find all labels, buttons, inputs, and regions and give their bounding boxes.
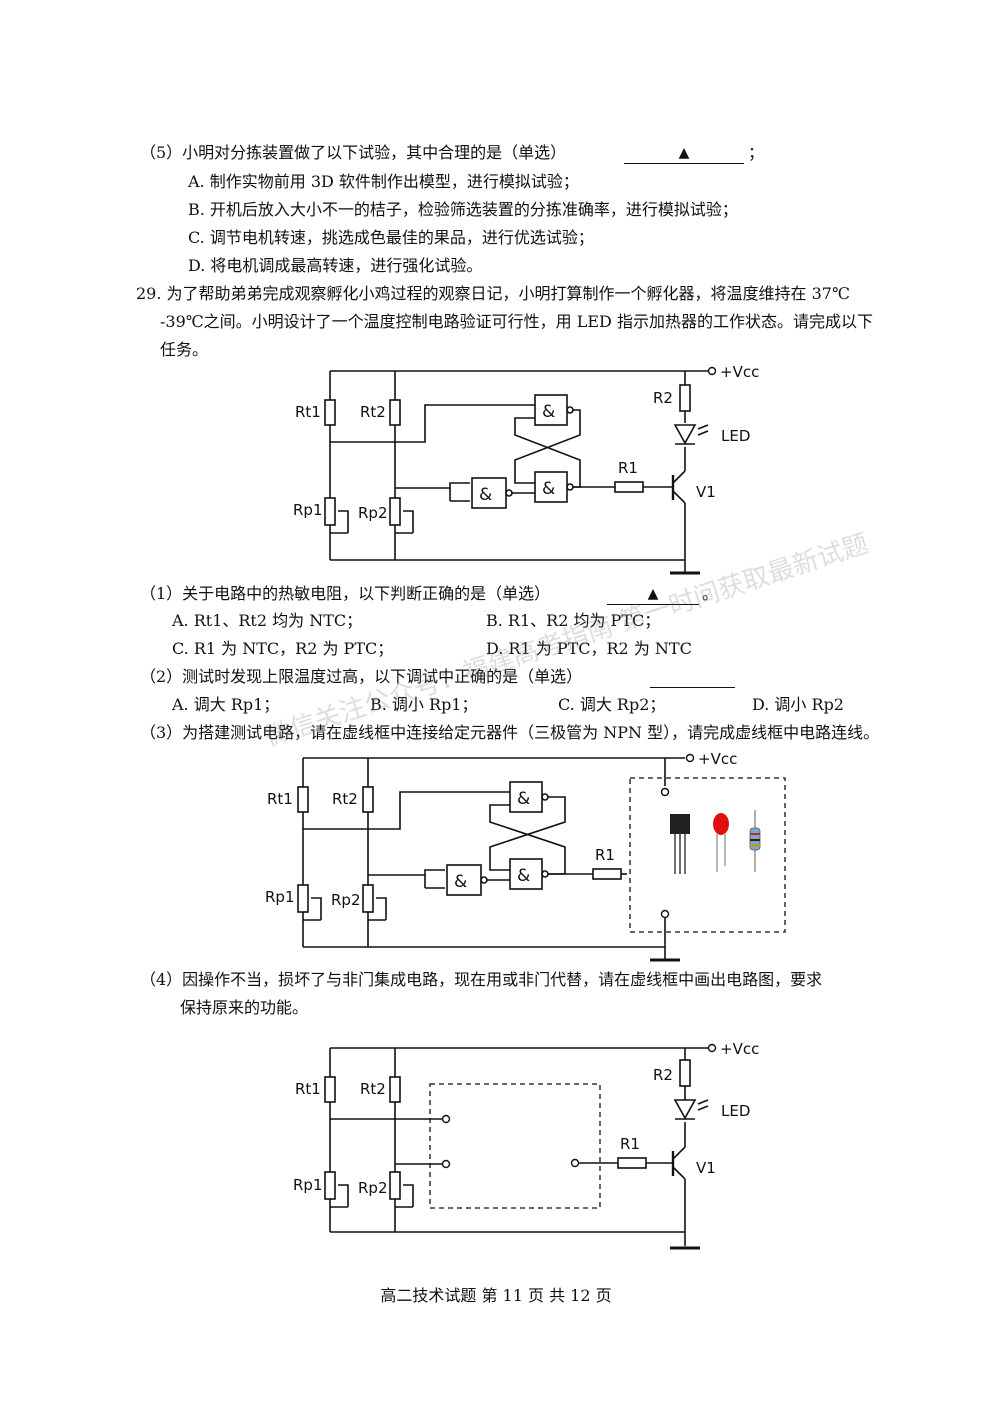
q29-2-answer-blank[interactable] [650, 667, 735, 688]
led-label: LED [721, 427, 750, 445]
v1-label: V1 [696, 483, 716, 501]
rt1-label-3: Rt1 [295, 1080, 321, 1098]
rp1-label: Rp1 [293, 501, 323, 519]
nand-gate-lower-c2: & [517, 866, 530, 886]
led-label-3: LED [721, 1102, 750, 1120]
nand-gate-1-c2: & [454, 872, 467, 892]
page-footer: 高二技术试题 第 11 页 共 12 页 [380, 1286, 612, 1305]
q29-1-end: 。 [702, 584, 719, 603]
rt2-label: Rt2 [360, 403, 386, 421]
q5-option-b: B. 开机后放入大小不一的桔子，检验筛选装置的分拣准确率，进行模拟试验； [188, 200, 738, 219]
q29-stem-line3: 任务。 [160, 340, 209, 359]
r2-label: R2 [653, 389, 673, 407]
q5-end: ； [748, 143, 765, 162]
q29-1-stem: （1）关于电路中的热敏电阻，以下判断正确的是（单选） [140, 584, 551, 603]
r1-label-3: R1 [620, 1135, 640, 1153]
r2-label-3: R2 [653, 1066, 673, 1084]
nand-gate-upper-c2: & [517, 789, 530, 809]
rp1-label-3: Rp1 [293, 1176, 323, 1194]
rt2-label-2: Rt2 [332, 790, 358, 808]
q5-option-d: D. 将电机调成最高转速，进行强化试验。 [188, 256, 483, 275]
q29-stem-line2: -39℃之间。小明设计了一个温度控制电路验证可行性，用 LED 指示加热器的工作… [160, 312, 873, 331]
circuit-diagram-3: +Vcc Rt1 Rt2 Rp1 Rp2 R1 R2 LED V1 [293, 1040, 759, 1250]
q5-answer-blank[interactable]: ▲ [624, 143, 744, 164]
q29-4-stem-line2: 保持原来的功能。 [180, 998, 309, 1017]
q29-1-option-a: A. Rt1、Rt2 均为 NTC； [172, 611, 363, 630]
rt2-label-3: Rt2 [360, 1080, 386, 1098]
circuit-diagram-2: +Vcc Rt1 Rt2 Rp1 Rp2 R1 & & & [265, 750, 786, 962]
v1-label-3: V1 [696, 1159, 716, 1177]
q5-option-c: C. 调节电机转速，挑选成色最佳的果品，进行优选试验； [188, 228, 594, 247]
vcc-label-2: +Vcc [698, 750, 737, 768]
rp2-label-3: Rp2 [358, 1179, 388, 1197]
q29-1-answer-blank[interactable]: ▲ [607, 584, 699, 605]
q29-2-option-a: A. 调大 Rp1； [172, 695, 280, 714]
vcc-label: +Vcc [720, 363, 759, 381]
q29-2-option-c: C. 调大 Rp2； [558, 695, 666, 714]
vcc-label-3: +Vcc [720, 1040, 759, 1058]
circuit-diagram-1: +Vcc Rt1 Rt2 Rp1 Rp2 R1 R2 LED V1 & & & [293, 363, 759, 575]
q29-1-option-b: B. R1、R2 均为 PTC； [486, 611, 661, 630]
q29-3-stem: （3）为搭建测试电路，请在虚线框中连接给定元器件（三极管为 NPN 型），请完成… [140, 723, 880, 742]
rp1-label-2: Rp1 [265, 888, 295, 906]
rt1-label: Rt1 [295, 403, 321, 421]
q29-2-option-b: B. 调小 Rp1； [370, 695, 478, 714]
r1-label: R1 [618, 459, 638, 477]
q29-2-option-d: D. 调小 Rp2 [752, 695, 844, 714]
q29-2-stem: （2）测试时发现上限温度过高，以下调试中正确的是（单选） [140, 667, 583, 686]
rt1-label-2: Rt1 [267, 790, 293, 808]
rp2-label-2: Rp2 [331, 891, 361, 909]
q29-4-stem-line1: （4）因操作不当，损坏了与非门集成电路，现在用或非门代替，请在虚线框中画出电路图… [140, 970, 823, 989]
nand-gate-1: & [479, 485, 492, 505]
rp2-label: Rp2 [358, 504, 388, 522]
r1-label-2: R1 [595, 846, 615, 864]
q29-1-option-c: C. R1 为 NTC，R2 为 PTC； [172, 639, 394, 658]
q5-option-a: A. 制作实物前用 3D 软件制作出模型，进行模拟试验； [188, 172, 579, 191]
q5-stem: （5）小明对分拣装置做了以下试验，其中合理的是（单选） [140, 143, 567, 162]
nand-gate-lower: & [542, 479, 555, 499]
q29-stem-line1: 29. 为了帮助弟弟完成观察孵化小鸡过程的观察日记，小明打算制作一个孵化器，将温… [136, 284, 850, 303]
q29-1-option-d: D. R1 为 PTC，R2 为 NTC [486, 639, 692, 658]
nand-gate-upper: & [542, 402, 555, 422]
